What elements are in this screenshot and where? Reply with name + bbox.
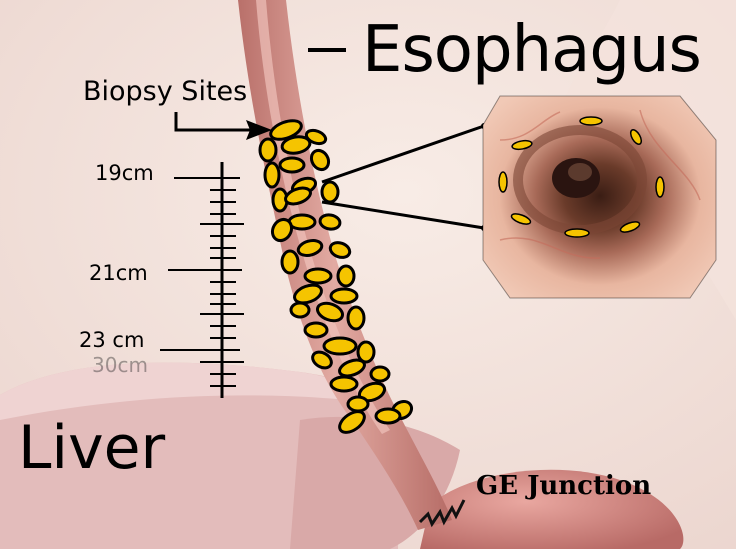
- ruler-tick-label-19cm: 19cm: [95, 163, 154, 184]
- ruler-obscured-text: 30cm: [92, 353, 148, 377]
- endoscopic-view-inset: [480, 90, 720, 302]
- ruler-tick-label-21cm: 21cm: [89, 263, 148, 284]
- liver-label: Liver: [18, 418, 165, 478]
- ge-junction-label: GE Junction: [476, 473, 651, 499]
- ruler-tick-label-23cm: 23 cm: [79, 330, 144, 351]
- biopsy-sites-label: Biopsy Sites: [83, 78, 247, 105]
- esophagus-label: Esophagus: [362, 18, 701, 82]
